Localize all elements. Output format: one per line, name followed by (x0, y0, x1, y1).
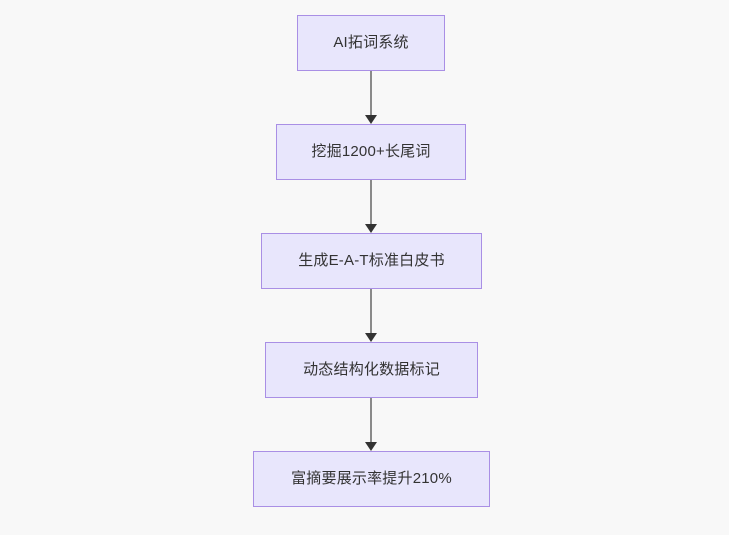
flowchart-edge-n3-n4 (364, 289, 378, 342)
flowchart-node-n1[interactable]: AI拓词系统 (297, 15, 445, 71)
flowchart-node-n3[interactable]: 生成E-A-T标准白皮书 (261, 233, 482, 289)
arrowhead-down-icon (365, 442, 377, 451)
arrowhead-down-icon (365, 333, 377, 342)
arrowhead-down-icon (365, 224, 377, 233)
flowchart-node-label: 挖掘1200+长尾词 (311, 143, 431, 160)
flowchart-node-label: AI拓词系统 (333, 34, 409, 51)
flowchart-node-label: 生成E-A-T标准白皮书 (298, 252, 445, 269)
arrowhead-down-icon (365, 115, 377, 124)
edge-line (370, 289, 372, 334)
flowchart-node-n5[interactable]: 富摘要展示率提升210% (253, 451, 490, 507)
flowchart-edge-n1-n2 (364, 71, 378, 124)
flowchart-node-label: 动态结构化数据标记 (303, 361, 440, 378)
edge-line (370, 398, 372, 443)
flowchart-edge-n2-n3 (364, 180, 378, 233)
flowchart-node-n4[interactable]: 动态结构化数据标记 (265, 342, 478, 398)
edge-line (370, 71, 372, 116)
flowchart-node-n2[interactable]: 挖掘1200+长尾词 (276, 124, 466, 180)
edge-line (370, 180, 372, 225)
flowchart-node-label: 富摘要展示率提升210% (291, 470, 452, 487)
flowchart-edge-n4-n5 (364, 398, 378, 451)
